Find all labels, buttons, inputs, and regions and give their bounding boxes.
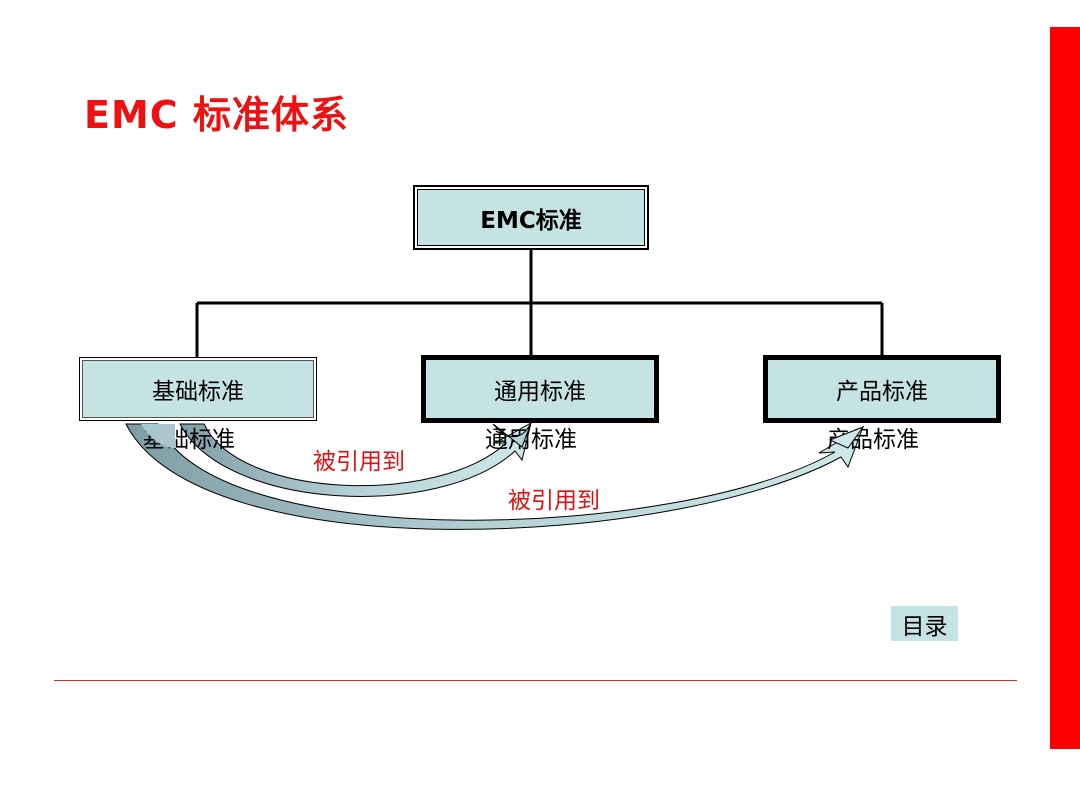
root-node-emc-standard: EMC标准 <box>413 185 649 250</box>
footer-divider <box>54 680 1017 681</box>
reference-label-to-product: 被引用到 <box>508 488 600 514</box>
node-product-standard: 产品标准 <box>763 355 1001 423</box>
tree-connectors <box>195 250 884 358</box>
reference-label-to-general: 被引用到 <box>313 449 405 475</box>
root-node-label: EMC标准 <box>480 207 582 234</box>
node-general-standard: 通用标准 <box>421 355 659 423</box>
right-accent-bar <box>1050 27 1080 749</box>
toc-button[interactable]: 目录 <box>891 606 958 641</box>
slide-title: EMC 标准体系 <box>84 93 349 137</box>
node-label: 基础标准 <box>152 379 244 405</box>
node-basic-standard: 基础标准 <box>79 357 317 421</box>
node-label: 产品标准 <box>836 379 928 405</box>
node-label: 通用标准 <box>494 379 586 405</box>
